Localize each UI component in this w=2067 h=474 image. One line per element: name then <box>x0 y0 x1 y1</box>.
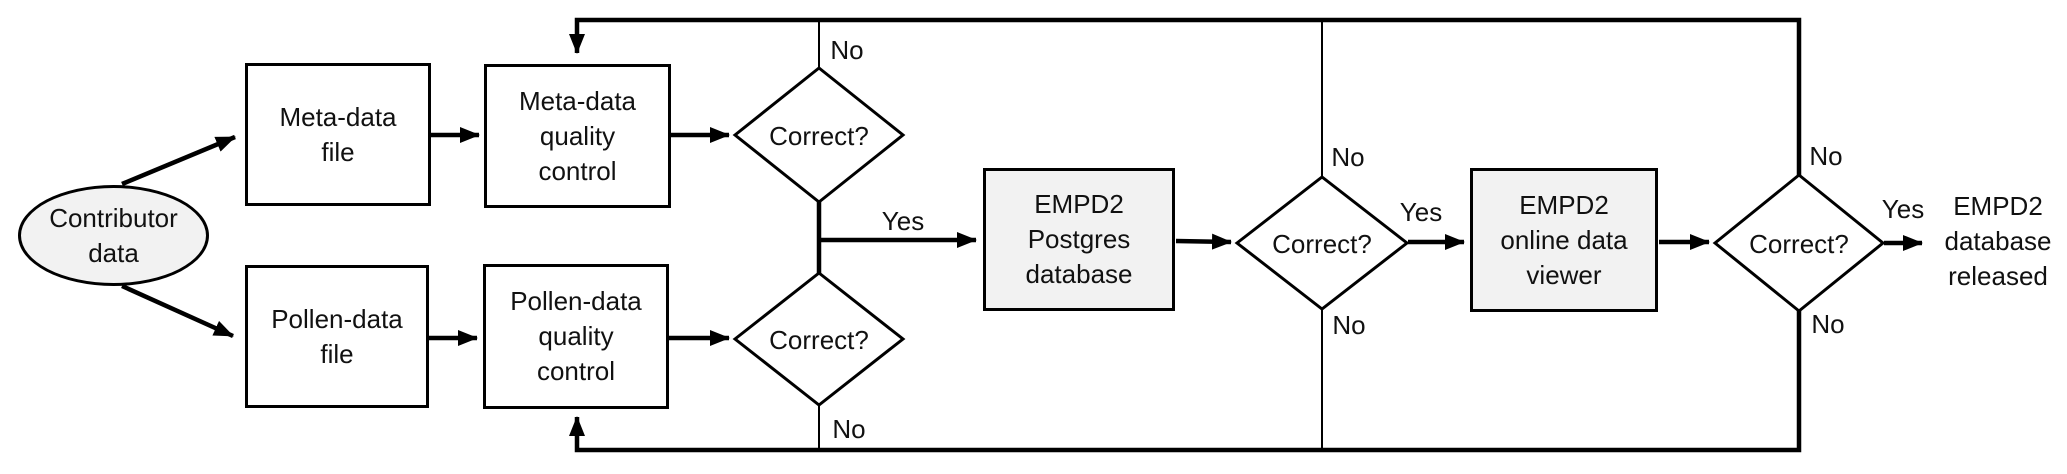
node-pollen-data-file-label: Pollen-data file <box>271 303 403 369</box>
node-contributor-data-label: Contributor data <box>49 202 178 268</box>
edge-label-pollen-no: No <box>832 414 866 444</box>
node-empd2-database-released-label: EMPD2 database released <box>1944 190 2052 291</box>
node-meta-data-quality-control-label: Meta-data quality control <box>518 85 637 186</box>
meta-correct-label: Correct? <box>769 121 869 151</box>
edge-label-postgres-no-top: No <box>1331 142 1365 172</box>
node-empd2-postgres-database-label: EMPD2 Postgres database <box>1025 189 1133 289</box>
node-empd2-online-data-viewer-label: EMPD2 online data viewer <box>1500 189 1628 290</box>
edge-no-return-bottom <box>569 310 1802 453</box>
postgres-correct-diamond <box>1234 175 1410 311</box>
node-empd2-postgres-database: EMPD2 Postgres database <box>983 168 1175 311</box>
edge-label-postgres-yes: Yes <box>1399 197 1443 227</box>
node-contributor-data: Contributor data <box>18 185 209 286</box>
edge-contributor-to-pollen-file <box>121 283 234 339</box>
edge-label-viewer-no-bottom: No <box>1811 309 1845 339</box>
edge-label-viewer-yes: Yes <box>1881 194 1925 224</box>
edge-postgres-to-postgres-correct <box>1175 233 1232 250</box>
node-pollen-data-file: Pollen-data file <box>245 265 429 408</box>
meta-correct-diamond <box>732 66 906 204</box>
edge-label-merge-yes: Yes <box>881 206 925 236</box>
viewer-correct-diamond <box>1712 173 1886 313</box>
node-empd2-online-data-viewer: EMPD2 online data viewer <box>1470 168 1658 312</box>
viewer-correct-label: Correct? <box>1749 229 1849 259</box>
node-meta-data-file: Meta-data file <box>245 63 431 206</box>
node-empd2-database-released: EMPD2 database released <box>1928 188 2067 294</box>
edge-label-viewer-no-top: No <box>1809 141 1843 171</box>
pollen-correct-diamond <box>732 271 906 407</box>
edge-label-postgres-no-bottom: No <box>1332 310 1366 340</box>
node-pollen-data-quality-control: Pollen-data quality control <box>483 264 669 409</box>
edge-contributor-to-meta-file <box>121 134 236 187</box>
pollen-correct-label: Correct? <box>769 325 869 355</box>
node-meta-data-file-label: Meta-data file <box>279 101 397 167</box>
node-pollen-data-quality-control-label: Pollen-data quality control <box>510 286 642 386</box>
edge-no-return-top <box>569 17 1802 176</box>
edge-label-meta-no: No <box>830 35 864 65</box>
postgres-correct-label: Correct? <box>1272 229 1372 259</box>
node-meta-data-quality-control: Meta-data quality control <box>484 64 671 208</box>
